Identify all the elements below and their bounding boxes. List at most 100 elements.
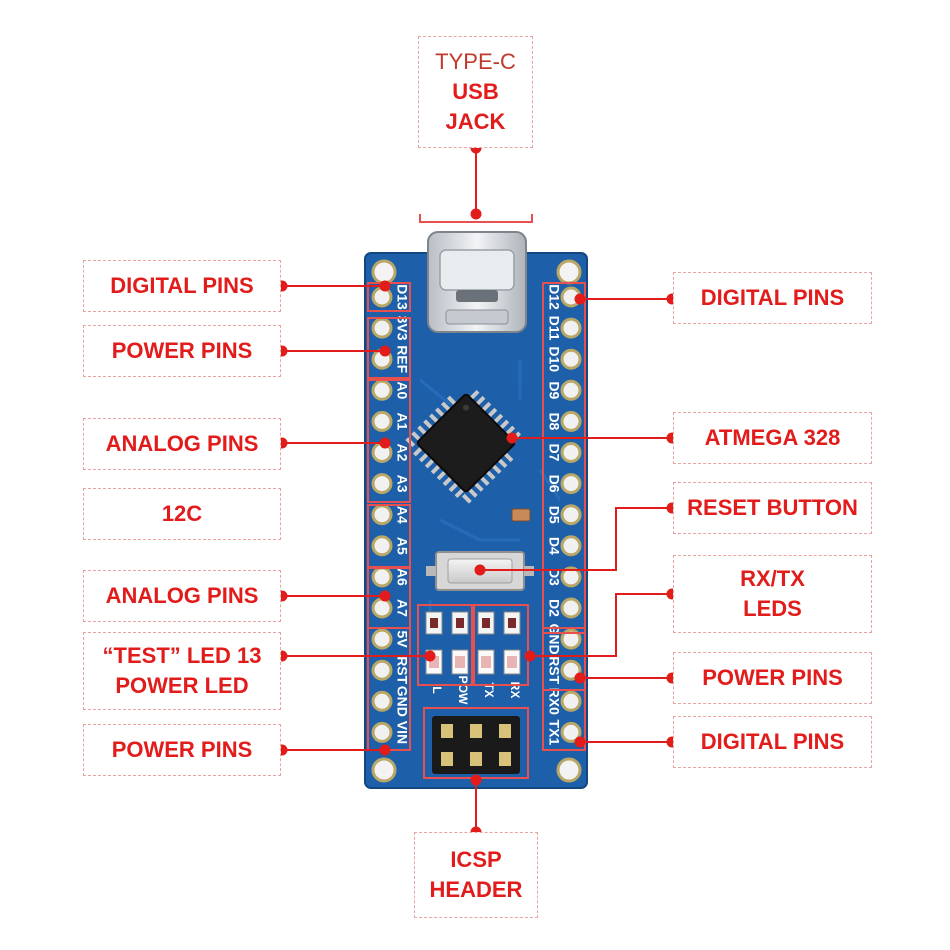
- pin-hole-d8: [560, 410, 582, 432]
- label-icsp-header-line2: HEADER: [429, 877, 523, 902]
- atmega-chip: [405, 389, 522, 504]
- callout-dot-1-1: [379, 280, 391, 292]
- label-test-led: “TEST” LED 13 POWER LED: [83, 632, 281, 710]
- label-usb-jack-line3: JACK: [445, 109, 506, 134]
- pin-label-left-ref: REF: [394, 345, 410, 373]
- label-analog-pins-bottom: ANALOG PINS: [83, 570, 281, 622]
- pin-hole-a1: [371, 410, 393, 432]
- label-digital-pins-left: DIGITAL PINS: [83, 260, 281, 312]
- callout-line-9: [480, 507, 672, 571]
- label-analog-pins-bottom-text: ANALOG PINS: [105, 583, 259, 608]
- callout-dot-13-0: [470, 774, 482, 786]
- pin-hole-a3: [371, 473, 393, 495]
- label-usb-jack-line1: TYPE-C: [435, 49, 516, 74]
- pin-label-right-gnd: GND: [546, 624, 562, 655]
- pin-label-left-a1: A1: [394, 412, 410, 430]
- pin-label-right-d5: D5: [546, 506, 562, 524]
- callout-dot-6-1: [379, 744, 391, 756]
- pin-label-left-a5: A5: [394, 537, 410, 555]
- label-power-pins-left-top: POWER PINS: [83, 325, 281, 377]
- label-reset-button: RESET BUTTON: [673, 482, 872, 534]
- pin-hole-5v: [371, 628, 393, 650]
- pin-hole-d3: [560, 566, 582, 588]
- pin-hole-d9: [560, 379, 582, 401]
- callout-dot-11-1: [574, 672, 586, 684]
- pin-label-left-a0: A0: [394, 381, 410, 399]
- label-test-led-line2: POWER LED: [115, 673, 249, 698]
- label-test-led-line1: “TEST” LED 13: [102, 643, 262, 668]
- label-i2c-text: 12C: [161, 501, 203, 526]
- pin-label-right-rx0: RX0: [546, 688, 562, 715]
- label-icsp-header: ICSP HEADER: [414, 832, 538, 918]
- label-digital-pins-right-bottom-text: DIGITAL PINS: [700, 729, 845, 754]
- label-digital-pins-right-top-text: DIGITAL PINS: [700, 285, 845, 310]
- pin-label-left-d13: D13: [394, 284, 410, 310]
- pin-hole-d5: [560, 504, 582, 526]
- callout-lines: [282, 148, 672, 832]
- label-digital-pins-right-bottom: DIGITAL PINS: [673, 716, 872, 768]
- pin-label-right-d9: D9: [546, 381, 562, 399]
- callout-dot-8-1: [506, 432, 518, 444]
- pin-label-left-5v: 5V: [394, 631, 410, 649]
- pin-hole-d6: [560, 473, 582, 495]
- label-analog-pins-top-text: ANALOG PINS: [105, 431, 259, 456]
- pin-label-right-d4: D4: [546, 537, 562, 555]
- pin-label-left-a4: A4: [394, 506, 410, 524]
- callout-dot-10-1: [524, 650, 536, 662]
- pin-label-left-a3: A3: [394, 475, 410, 493]
- pin-label-left-a6: A6: [394, 568, 410, 586]
- callout-dot-7-1: [574, 293, 586, 305]
- label-rxtx-leds-line2: LEDS: [743, 596, 802, 621]
- label-icsp-header-line1: ICSP: [450, 847, 502, 872]
- label-digital-pins-left-text: DIGITAL PINS: [110, 273, 254, 298]
- usb-c-connector: [427, 231, 527, 333]
- pin-hole-gnd: [371, 690, 393, 712]
- led-label-pow: POW: [456, 676, 470, 705]
- pin-label-left-vin: VIN: [394, 721, 410, 744]
- pin-label-left-a7: A7: [394, 599, 410, 617]
- label-digital-pins-right-top: DIGITAL PINS: [673, 272, 872, 324]
- pin-hole-d2: [560, 597, 582, 619]
- label-atmega-text: ATMEGA 328: [704, 425, 841, 450]
- label-rxtx-leds: RX/TX LEDS: [673, 555, 872, 633]
- pin-hole-vin: [371, 721, 393, 743]
- label-power-pins-left-top-text: POWER PINS: [111, 338, 253, 363]
- pin-hole-a7: [371, 597, 393, 619]
- callout-dot-2-1: [379, 345, 391, 357]
- crystal-component: [511, 508, 531, 522]
- pin-label-right-d10: D10: [546, 346, 562, 372]
- callout-dot-3-1: [379, 437, 391, 449]
- label-power-pins-right-text: POWER PINS: [702, 665, 843, 690]
- pin-label-right-d11: D11: [546, 316, 562, 341]
- pin-label-left-3v3: 3V3: [394, 316, 410, 341]
- label-power-pins-left-bottom-text: POWER PINS: [111, 737, 253, 762]
- pin-hole-rst: [560, 659, 582, 681]
- pin-label-right-d12: D12: [546, 284, 562, 310]
- pin-label-right-d6: D6: [546, 475, 562, 493]
- pin-label-left-a2: A2: [394, 444, 410, 462]
- label-power-pins-left-bottom: POWER PINS: [83, 724, 281, 776]
- led-label-l: L: [430, 686, 444, 693]
- callout-dot-4-1: [379, 590, 391, 602]
- icsp-header-part: [423, 707, 529, 779]
- pin-hole-d7: [560, 442, 582, 463]
- callout-dot-5-1: [424, 650, 436, 662]
- callout-dot-9-1: [474, 564, 486, 576]
- pin-hole-rst: [371, 659, 393, 681]
- label-analog-pins-top: ANALOG PINS: [83, 418, 281, 470]
- callout-dot-0-1: [470, 208, 482, 220]
- pin-hole-rx0: [560, 690, 582, 712]
- pin-hole-d11: [560, 317, 582, 339]
- pin-hole-a4: [371, 504, 393, 526]
- pin-hole-d4: [560, 535, 582, 557]
- pin-label-left-gnd: GND: [394, 686, 410, 717]
- label-reset-button-text: RESET BUTTON: [687, 495, 858, 520]
- label-i2c: 12C: [83, 488, 281, 540]
- pin-label-right-tx1: TX1: [546, 720, 562, 746]
- pin-label-right-d3: D3: [546, 568, 562, 586]
- pin-label-right-d8: D8: [546, 412, 562, 430]
- pin-label-right-d7: D7: [546, 444, 562, 462]
